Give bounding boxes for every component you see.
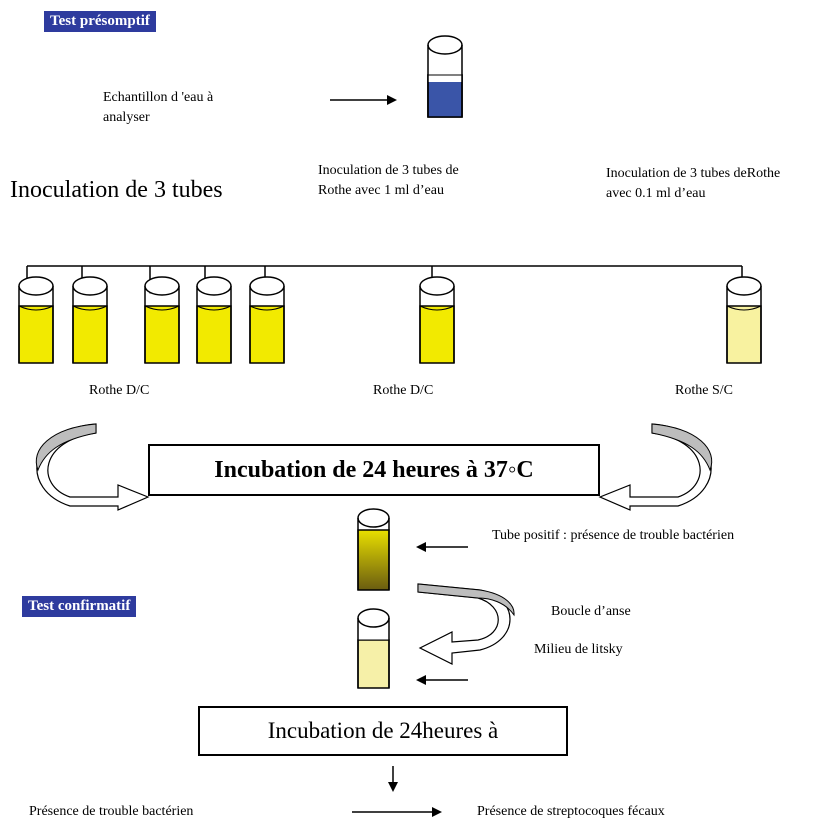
culture-tube [144,276,180,364]
positive-tube [357,508,390,591]
litsky-tube [357,608,390,689]
culture-tube [249,276,285,364]
rothe-sc-label: Rothe S/C [675,383,733,398]
culture-tube [18,276,54,364]
incubation-box-2: Incubation de 24heures à [198,706,568,756]
loop-label: Boucle d’anse [551,604,631,619]
inoculation-10ml-label: Inoculation de 3 tubes [10,177,223,203]
litsky-label: Milieu de litsky [534,642,623,657]
streptococci-label: Présence de streptocoques fécaux [477,804,665,819]
curved-arrow-left [35,423,150,511]
positive-tube-label: Tube positif : présence de trouble bacté… [492,528,735,543]
culture-tube [196,276,232,364]
rothe-dc-label-middle: Rothe D/C [373,383,434,398]
culture-tube [72,276,108,364]
tube-row [18,276,762,364]
presumptive-test-badge: Test présomptif [44,11,156,32]
rothe-dc-label-left: Rothe D/C [89,383,150,398]
sample-label: Echantillon d 'eau à analyser [103,90,214,125]
inoculation-01ml-label: Inoculation de 3 tubes deRothe avec 0.1 … [606,166,781,201]
incubation-2-text: Incubation de 24heures à [267,718,499,743]
confirmative-test-badge: Test confirmatif [22,596,137,617]
culture-tube [726,276,762,364]
trouble-label: Présence de trouble bactérien [29,804,194,819]
culture-tube [419,276,455,364]
incubation-1-text: Incubation de 24 heures à 37◦C [214,456,534,483]
sample-tube [427,35,463,118]
drop-arrows [22,266,747,294]
curved-arrow-right [598,423,713,511]
loop-curved-arrow [417,583,515,665]
inoculation-1ml-label: Inoculation de 3 tubes de Rothe avec 1 m… [318,163,459,198]
incubation-box-1: Incubation de 24 heures à 37◦C [148,444,600,496]
